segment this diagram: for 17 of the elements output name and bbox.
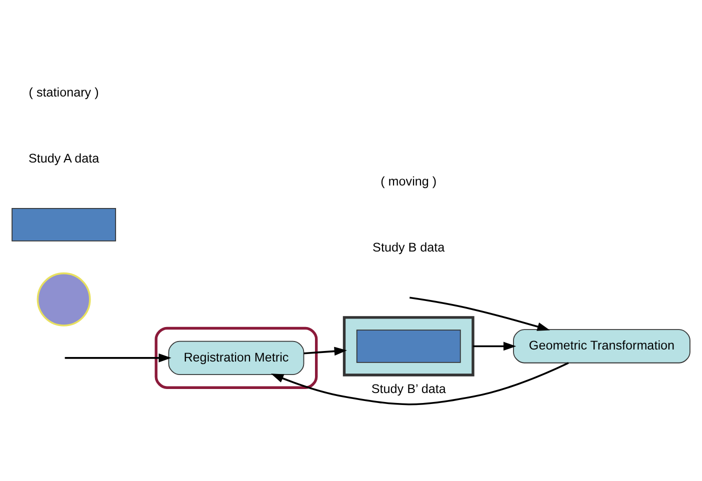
label: ( moving )	[380, 174, 437, 189]
label: ( stationary )	[28, 86, 99, 100]
edge-label: Study B’ data	[371, 382, 446, 396]
cluster	[342, 316, 474, 376]
arrow	[472, 342, 516, 351]
node-box	[356, 330, 461, 363]
arrow	[409, 296, 550, 331]
cluster	[154, 326, 318, 389]
arrow	[64, 354, 172, 362]
arrow	[304, 346, 347, 356]
label: Study A data	[28, 151, 100, 166]
label: Study B data	[372, 240, 445, 254]
node-box: Geometric Transformation	[513, 329, 690, 364]
node-box	[12, 208, 116, 242]
node-box: Registration Metric	[168, 340, 304, 376]
node-circle	[36, 272, 91, 326]
arrow	[270, 362, 569, 406]
